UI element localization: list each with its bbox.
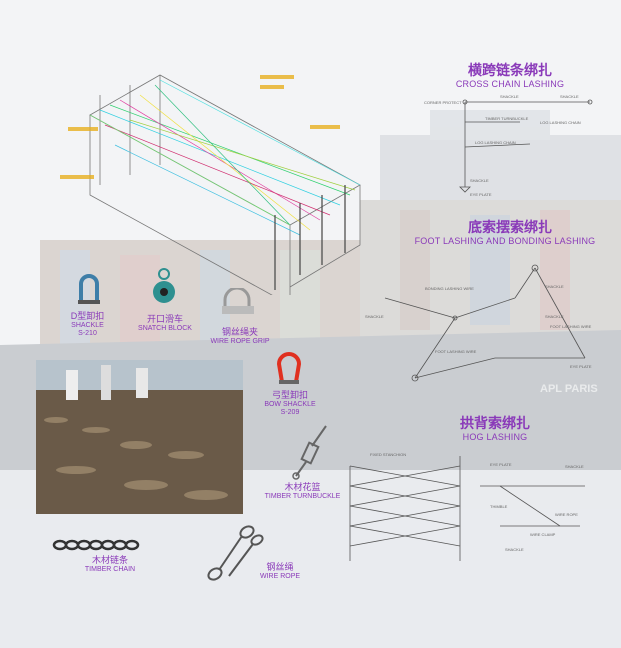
svg-text:WIRE CLAMP: WIRE CLAMP [530,532,556,537]
svg-text:SHACKLE: SHACKLE [545,284,564,289]
svg-text:WIRE ROPE: WIRE ROPE [555,512,578,517]
timber-stack-isometric-diagram [60,74,361,295]
wire-rope-icon [207,525,264,581]
svg-text:FIXED STANCHION: FIXED STANCHION [370,452,406,457]
bow-shackle-label: 弓型卸扣 BOW SHACKLE S-209 [264,390,316,416]
svg-text:SHACKLE: SHACKLE [500,94,519,99]
timber-cargo-photo [36,360,243,514]
svg-text:FOOT LASHING WIRE: FOOT LASHING WIRE [550,324,592,329]
svg-text:EYE PLATE: EYE PLATE [570,364,592,369]
d-shackle-label: D型卸扣 SHACKLE S-210 [70,311,105,337]
svg-text:SHACKLE: SHACKLE [365,314,384,319]
svg-text:CORNER PROTECT: CORNER PROTECT [424,100,462,105]
snatch-block-icon [153,268,175,303]
svg-text:EYE PLATE: EYE PLATE [470,192,492,197]
foot-lashing-title-en: FOOT LASHING AND BONDING LASHING [414,236,596,246]
foot-lashing-title-cn: 底索摆索绑扎 [468,219,552,235]
svg-text:BONDING LASHING WIRE: BONDING LASHING WIRE [425,286,474,291]
wire-rope-grip-label: 钢丝绳夹 WIRE ROPE GRIP [210,327,270,345]
svg-text:SHACKLE: SHACKLE [545,314,564,319]
hog-lashing-title-cn: 拱背索绑扎 [460,415,530,431]
svg-text:FOOT LASHING WIRE: FOOT LASHING WIRE [435,349,477,354]
hog-lashing-diagram: FIXED STANCHION EYE PLATE SHACKLE THIMBL… [349,452,585,561]
timber-chain-label: 木材链条 TIMBER CHAIN [84,555,136,573]
svg-text:THIMBLE: THIMBLE [490,504,508,509]
bow-shackle-icon [276,352,302,384]
svg-text:LOG LASHING CHAIN: LOG LASHING CHAIN [475,140,516,145]
turnbuckle-label: 木材花篮 TIMBER TURNBUCKLE [264,482,341,500]
chain-icon [52,539,140,551]
ship-name-text: APL PARIS [540,383,598,395]
svg-text:LOG LASHING CHAIN: LOG LASHING CHAIN [540,120,581,125]
wire-rope-label: 钢丝绳 WIRE ROPE [259,562,301,580]
turnbuckle-icon [292,425,327,480]
cross-chain-lashing-diagram: CORNER PROTECT SHACKLE SHACKLE TIMBER TU… [424,94,593,197]
cross-chain-title-en: CROSS CHAIN LASHING [455,79,565,89]
svg-text:SHACKLE: SHACKLE [470,178,489,183]
svg-text:EYE PLATE: EYE PLATE [490,462,512,467]
hog-lashing-title-en: HOG LASHING [462,432,528,442]
d-shackle-icon [78,274,100,304]
cross-chain-title-cn: 横跨链条绑扎 [468,62,552,78]
snatch-block-label: 开口滑车 SNATCH BLOCK [138,314,192,332]
svg-text:SHACKLE: SHACKLE [560,94,579,99]
wire-rope-grip-icon [222,288,254,314]
svg-text:SHACKLE: SHACKLE [505,547,524,552]
svg-text:TIMBER TURNBUCKLE: TIMBER TURNBUCKLE [485,116,529,121]
foot-lashing-diagram: BONDING LASHING WIRE SHACKLE SHACKLE FOO… [365,264,592,382]
svg-text:SHACKLE: SHACKLE [565,464,584,469]
